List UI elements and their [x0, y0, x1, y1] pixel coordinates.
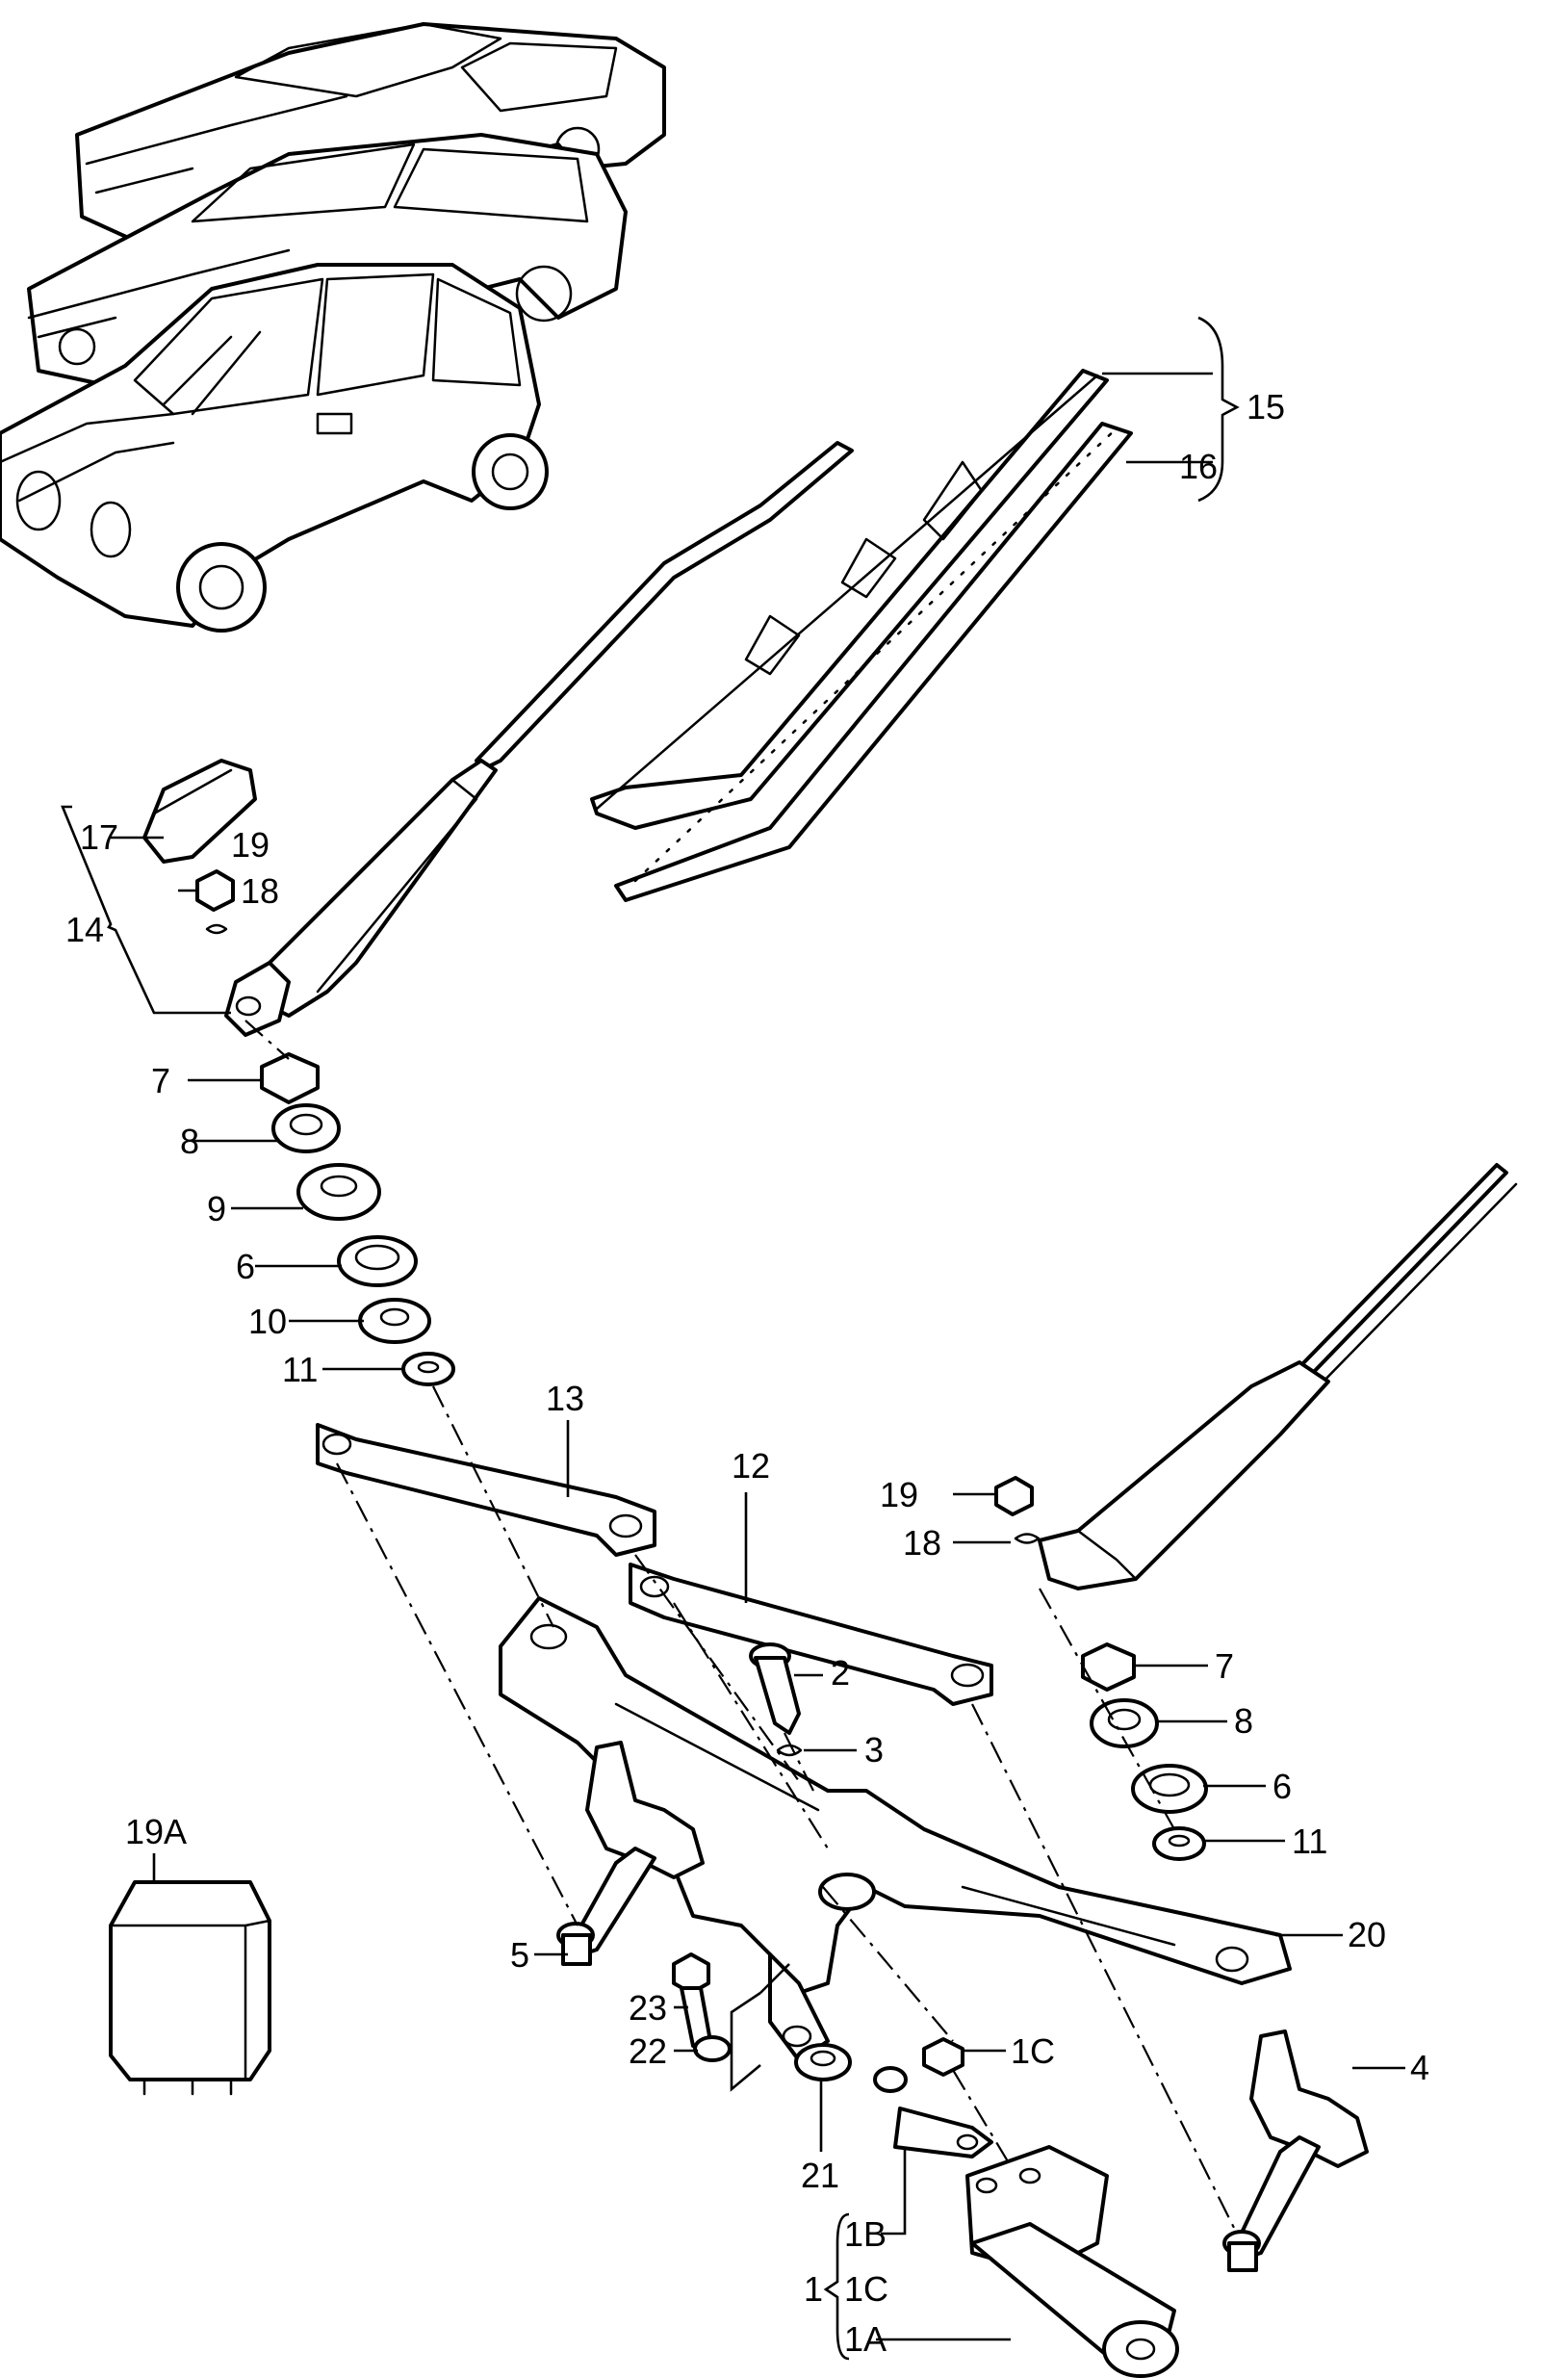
callout-12: 12 — [732, 1446, 770, 1486]
callout-1C-nut: 1C — [1011, 2031, 1055, 2071]
wiper-blade-frame — [590, 369, 1109, 830]
callout-22: 22 — [629, 2031, 667, 2071]
washer-3-icon — [776, 1744, 803, 1757]
callout-17: 17 — [80, 817, 118, 857]
callout-7-right: 7 — [1215, 1646, 1234, 1686]
grommet-21-icon — [794, 2043, 852, 2081]
callout-6-left: 6 — [236, 1247, 255, 1286]
car-illustrations — [0, 22, 666, 633]
relay-19A-icon — [109, 1880, 271, 2096]
left-spindle-stack — [260, 1052, 455, 1386]
callout-9: 9 — [207, 1189, 226, 1228]
callout-1C: 1C — [844, 2269, 888, 2309]
callout-10: 10 — [248, 1302, 287, 1341]
wiper-motor-1A — [965, 2145, 1179, 2378]
callout-23: 23 — [629, 1988, 667, 2028]
ring-6-left-icon — [337, 1235, 418, 1287]
right-spindle-stack — [1081, 1642, 1208, 1861]
nut-7-left-icon — [260, 1052, 320, 1104]
assembly-axis-lines — [244, 1020, 1238, 2235]
callout-19-right: 19 — [880, 1475, 918, 1514]
callout-11-left: 11 — [282, 1350, 318, 1389]
washer-18-right-icon — [1014, 1533, 1041, 1544]
callout-16: 16 — [1179, 447, 1218, 486]
crank-1B — [873, 2066, 993, 2158]
callout-2: 2 — [831, 1653, 850, 1693]
callout-8-left: 8 — [180, 1122, 199, 1161]
pivot-4 — [1222, 2029, 1369, 2272]
washer-18-top-icon — [205, 923, 228, 935]
nut-7-right-icon — [1081, 1642, 1136, 1692]
washer-11-right-icon — [1152, 1826, 1206, 1861]
callout-8-right: 8 — [1234, 1701, 1253, 1741]
washer-11-left-icon — [401, 1352, 455, 1386]
callout-18-top: 18 — [241, 871, 279, 911]
wiper-arm-left — [224, 441, 854, 1037]
callout-19-top: 19 — [231, 825, 270, 865]
callout-18-right: 18 — [903, 1523, 941, 1563]
seal-9-icon — [296, 1163, 381, 1221]
callout-14: 14 — [65, 910, 104, 949]
bolt-2-icon — [749, 1642, 801, 1735]
leader-lines — [61, 316, 1405, 2361]
callout-19A: 19A — [125, 1812, 187, 1851]
callout-7-left: 7 — [151, 1061, 170, 1100]
callout-1: 1 — [804, 2269, 823, 2309]
link-rod-12 — [629, 1563, 993, 1706]
wiper-arm-right — [1038, 1163, 1518, 1590]
bolt-23-icon — [672, 1952, 712, 2048]
car-front-icon — [0, 263, 549, 633]
cap-17-icon — [142, 759, 257, 864]
washer-10-icon — [358, 1298, 431, 1344]
link-rod-13 — [316, 1423, 656, 1557]
callout-1B: 1B — [844, 2214, 887, 2254]
callout-20: 20 — [1348, 1915, 1386, 1954]
nut-19-top-icon — [195, 869, 235, 912]
callout-11-right: 11 — [1292, 1822, 1327, 1861]
callout-6-right: 6 — [1272, 1767, 1292, 1806]
pivot-5 — [556, 1741, 705, 1966]
callout-13: 13 — [546, 1379, 584, 1418]
nut-19-right-icon — [994, 1476, 1034, 1516]
callout-1A: 1A — [844, 2319, 887, 2359]
wiper-blade-rubber — [614, 422, 1133, 902]
callout-21: 21 — [801, 2156, 839, 2195]
callout-3: 3 — [864, 1730, 884, 1770]
nut-1C-icon — [922, 2037, 964, 2077]
callout-4: 4 — [1410, 2048, 1429, 2087]
callout-5: 5 — [510, 1935, 529, 1975]
callout-labels: 15 16 17 19 18 14 7 8 9 6 10 11 13 12 19… — [65, 387, 1429, 2359]
washer-22-icon — [693, 2035, 732, 2062]
ring-6-right-icon — [1131, 1764, 1208, 1814]
callout-15: 15 — [1247, 387, 1285, 426]
bushing-8-left-icon — [271, 1103, 341, 1153]
